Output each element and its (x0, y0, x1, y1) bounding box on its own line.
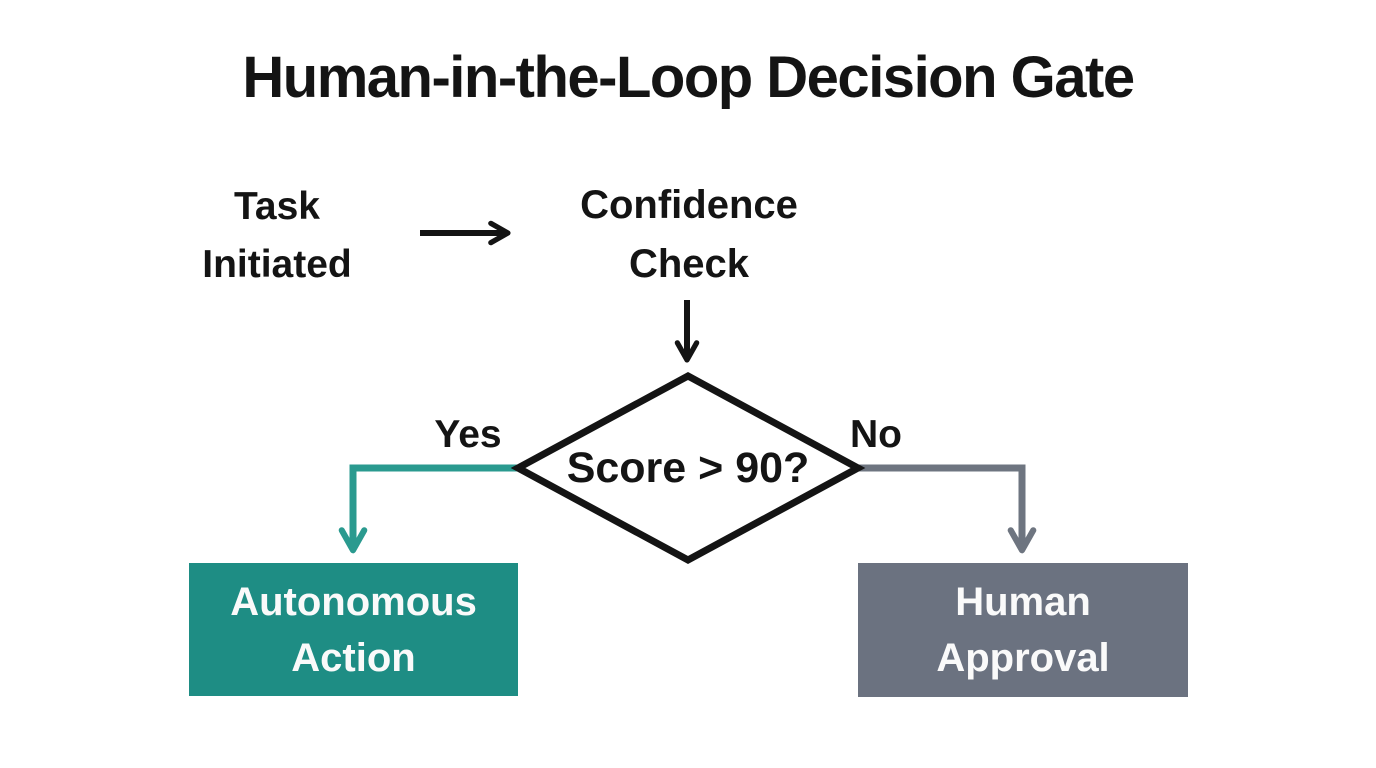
no-branch-connector (858, 464, 1037, 554)
no-edge-label: No (850, 413, 902, 456)
decision-diamond-label: Score > 90? (566, 444, 810, 492)
node-autonomous-action: Autonomous Action (189, 563, 518, 696)
decision-diamond (510, 372, 866, 564)
diagram-title: Human-in-the-Loop Decision Gate (242, 45, 1135, 110)
yes-branch-connector (338, 464, 518, 554)
node-confidence-check: Confidence Check (580, 183, 798, 286)
node-task-initiated: Task Initiated (202, 185, 352, 286)
yes-edge-label: Yes (434, 413, 502, 456)
node-human-approval: Human Approval (858, 563, 1188, 697)
